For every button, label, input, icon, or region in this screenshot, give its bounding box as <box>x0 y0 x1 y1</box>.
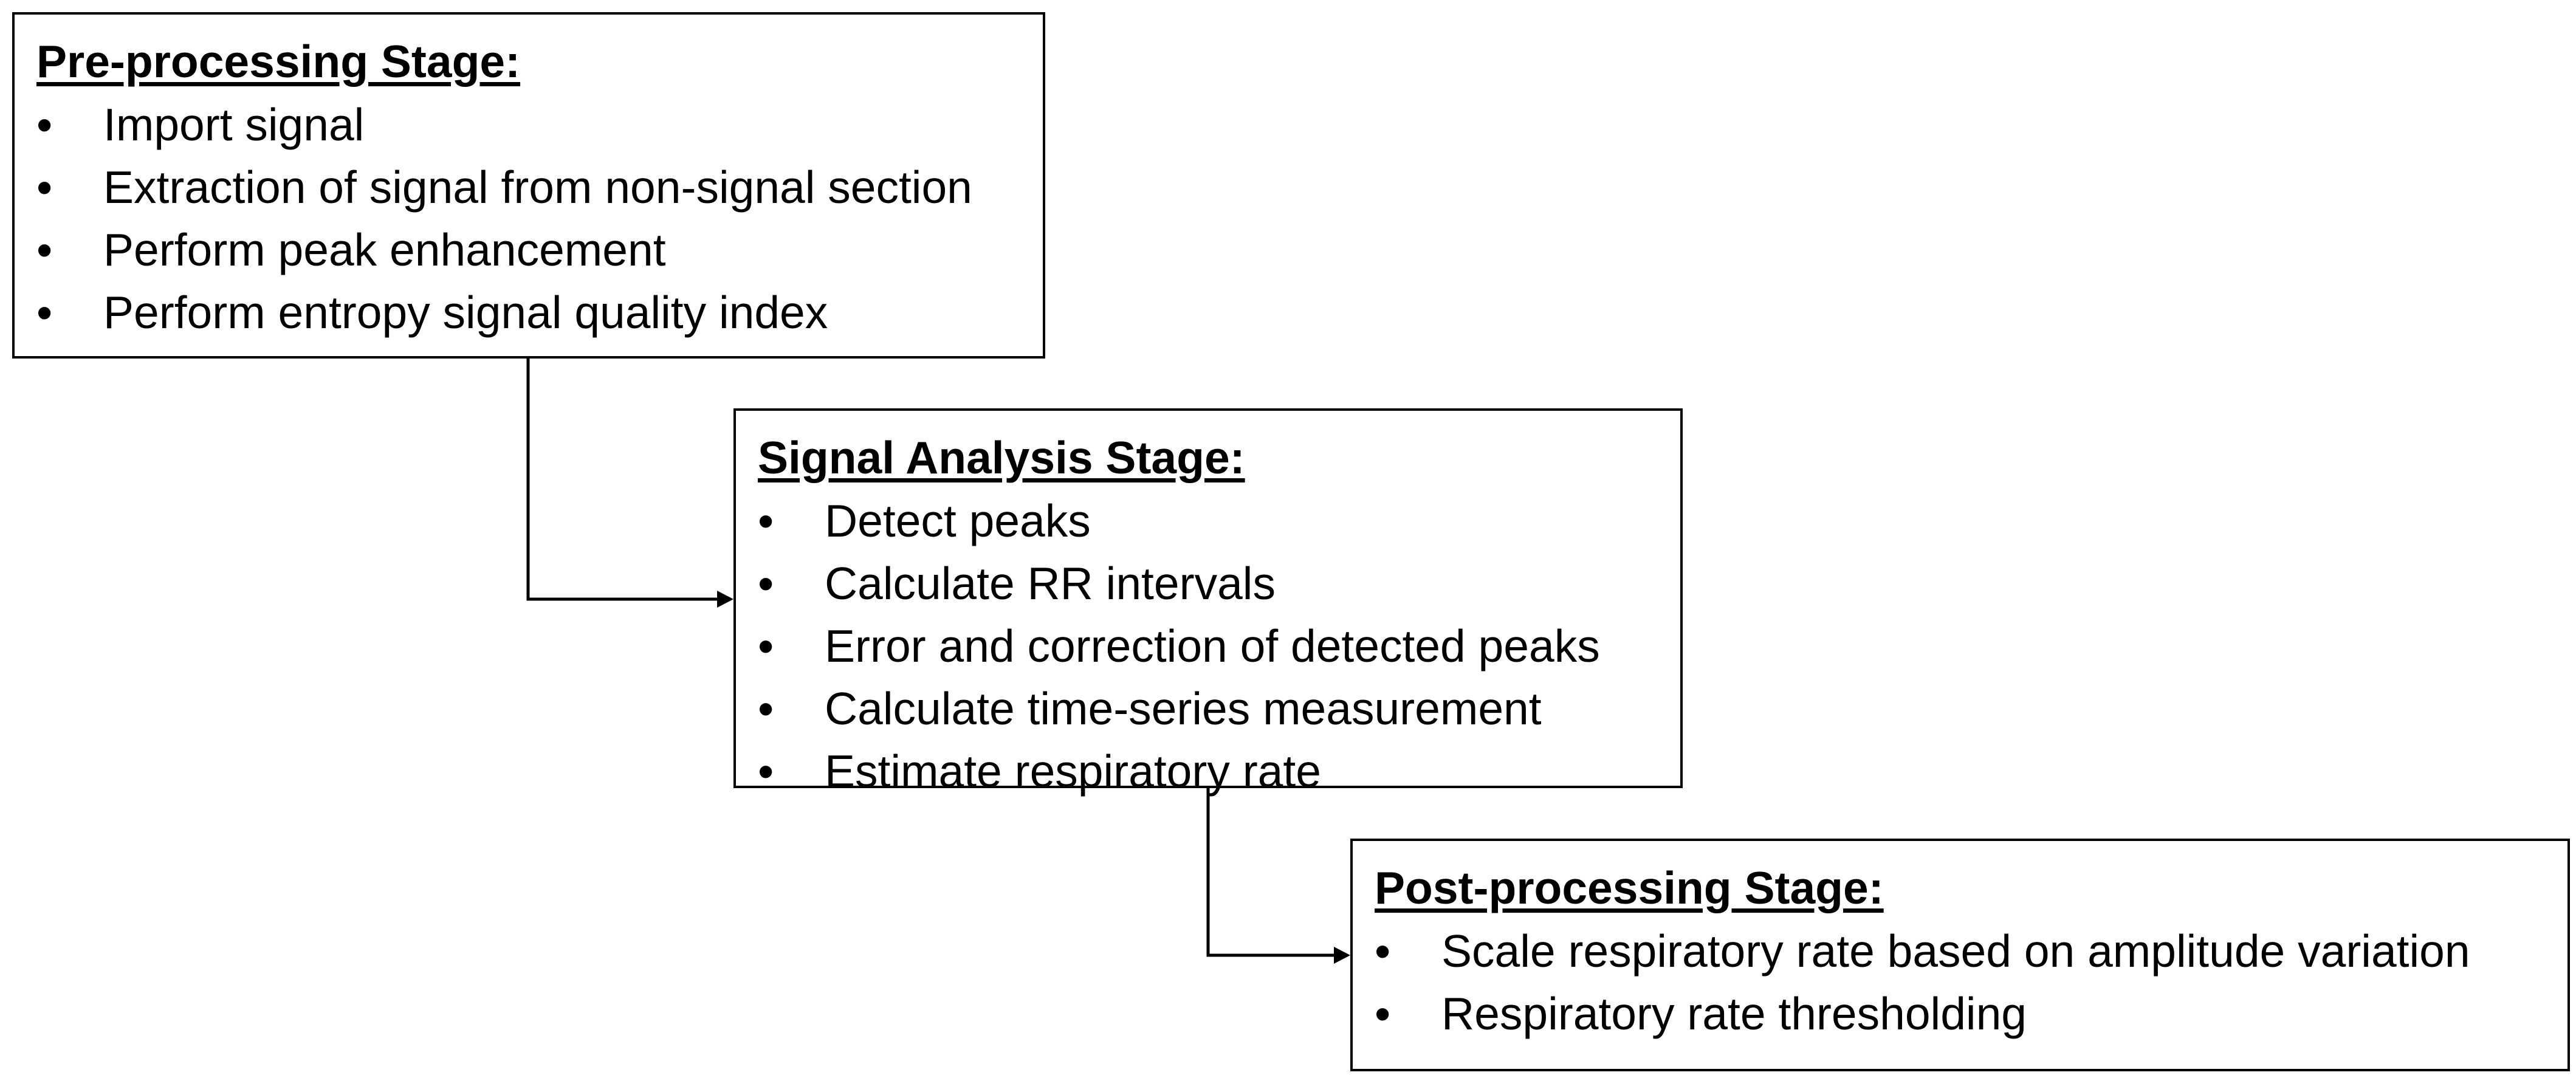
step-text: Scale respiratory rate based on amplitud… <box>1441 925 2470 977</box>
stage-title: Signal Analysis Stage: <box>758 432 1245 483</box>
step-text: Respiratory rate thresholding <box>1441 988 2027 1039</box>
bullet-icon: • <box>758 620 774 671</box>
step-text: Estimate respiratory rate <box>825 746 1321 797</box>
post-processing-stage-box: Post-processing Stage: • Scale respirato… <box>1350 839 2570 1071</box>
bullet-icon: • <box>758 683 774 734</box>
arrowhead-signal-to-post <box>1334 947 1350 964</box>
step-text: Extraction of signal from non-signal sec… <box>103 162 972 213</box>
step-text: Error and correction of detected peaks <box>825 620 1600 671</box>
bullet-icon: • <box>758 746 774 797</box>
bullet-icon: • <box>758 558 774 609</box>
step-text: Calculate time-series measurement <box>825 683 1542 734</box>
bullet-icon: • <box>1375 925 1391 977</box>
bullet-icon: • <box>36 287 53 338</box>
bullet-icon: • <box>36 224 53 275</box>
bullet-icon: • <box>1375 988 1391 1039</box>
bullet-icon: • <box>36 162 53 213</box>
step-text: Calculate RR intervals <box>825 558 1276 609</box>
arrowhead-pre-to-signal <box>717 591 733 608</box>
step-text: Import signal <box>103 99 365 150</box>
stage-title: Pre-processing Stage: <box>36 36 521 87</box>
pre-processing-stage-box: Pre-processing Stage: • Import signal • … <box>12 12 1045 359</box>
bullet-icon: • <box>36 99 53 150</box>
signal-analysis-stage-box: Signal Analysis Stage: • Detect peaks • … <box>733 408 1683 797</box>
bullet-icon: • <box>758 495 774 546</box>
stage-title: Post-processing Stage: <box>1375 862 1884 913</box>
step-text: Perform entropy signal quality index <box>103 287 828 338</box>
step-text: Perform peak enhancement <box>103 224 666 275</box>
step-text: Detect peaks <box>825 495 1091 546</box>
arrow-pre-to-signal <box>526 359 723 601</box>
arrow-signal-to-post <box>1206 788 1340 957</box>
